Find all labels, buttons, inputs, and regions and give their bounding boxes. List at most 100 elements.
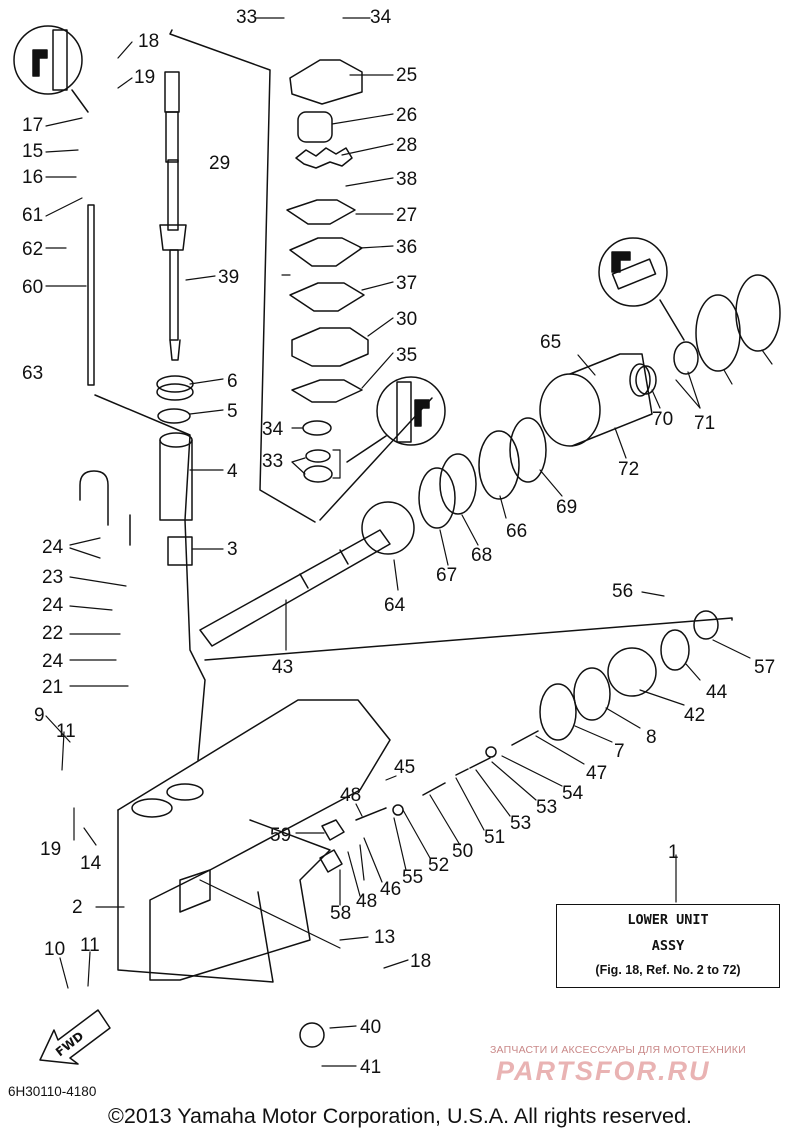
bearing-68 [635,365,657,395]
callout-35: 37 [396,273,418,294]
callout-26: 26 [396,105,418,126]
reverse-gear [607,647,657,697]
grease-detail-top-left [13,25,89,113]
assembly-label-box: LOWER UNIT ASSY (Fig. 18, Ref. No. 2 to … [556,904,780,988]
callout-39: 39 [218,267,240,288]
callout-27: 27 [396,205,418,226]
callout-48b: 48 [356,891,378,912]
callout-58: 60 [22,277,44,298]
bearing-64 [478,430,520,500]
watermark-logo: PARTSFOR.RU [496,1056,711,1086]
callout-8: 8 [646,727,657,748]
callout-62: 64 [384,595,406,616]
callout-24c: 24 [42,651,64,672]
callout-7: 7 [614,741,625,762]
driveshaft [159,71,187,361]
assembly-line-bearing [659,299,685,341]
callout-66: 68 [471,545,493,566]
callout-48: 48 [340,785,362,806]
propeller-shaft [199,529,391,647]
washer-7 [539,683,577,741]
ring-71 [695,294,741,372]
callout-68: 70 [652,409,674,430]
callout-49: 50 [452,841,474,862]
callout-22: 22 [42,623,64,644]
callout-70: 72 [618,459,640,480]
callout-33: 35 [396,345,418,366]
callout-57: 59 [270,825,292,846]
callout-5: 5 [227,401,238,422]
callout-52: 53 [536,797,558,818]
callout-28: 28 [396,135,418,156]
callout-50b: 52 [428,855,450,876]
callout-1: 1 [668,842,679,863]
spring-55 [693,610,719,640]
callout-15: 19 [40,839,62,860]
callout-54: 56 [612,581,634,602]
callout-61: 63 [22,363,44,384]
callout-46: 46 [380,879,402,900]
diagram-code: 6H30110-4180 [8,1084,97,1099]
callout-13: 14 [80,853,102,874]
lower-case [117,699,391,983]
assembly-line-driveshaft [169,29,316,523]
bearing-housing [539,353,653,447]
assembly-line-3: (Fig. 18, Ref. No. 2 to 72) [595,963,741,977]
callout-36: 38 [396,169,418,190]
pinion [299,1022,325,1048]
callout-24: 24 [42,537,64,558]
callout-31: 33 [262,451,284,472]
callout-43: 43 [272,657,294,678]
callout-11b: 11 [80,935,100,956]
callout-55: 57 [754,657,776,678]
callout-41: 41 [360,1057,382,1078]
grease-detail-right [346,376,446,463]
callout-65: 67 [436,565,458,586]
callout-34: 36 [396,237,418,258]
seal-67 [509,417,547,483]
callout-10: 10 [44,939,66,960]
callout-3: 3 [227,539,238,560]
callout-11: 11 [56,721,76,742]
callout-53: 54 [562,783,584,804]
clutch-44 [660,629,690,671]
watermark-tagline: ЗАПЧАСТИ И АКСЕССУАРЫ ДЛЯ МОТОТЕХНИКИ [490,1044,746,1056]
callout-4: 4 [227,461,238,482]
shim-66 [439,453,477,515]
assembly-line-left [94,394,206,761]
callout-56: 58 [330,903,352,924]
shift-rod [87,204,95,386]
callout-17: 16 [22,167,44,188]
callout-42: 42 [684,705,706,726]
callout-40: 40 [360,1017,382,1038]
callout-25: 25 [396,65,418,86]
callout-69: 71 [694,413,716,434]
callout-32: 34 [262,419,284,440]
assembly-line-2: ASSY [651,938,685,954]
callout-6: 6 [227,371,238,392]
fwd-arrow [39,1009,111,1065]
callout-29: 29 [209,153,231,174]
callout-63: 65 [540,332,562,353]
callout-64: 66 [506,521,528,542]
callout-51: 53 [510,813,532,834]
callout-60: 62 [22,239,44,260]
callout-16: 15 [22,141,44,162]
callout-23: 23 [42,567,64,588]
water-pump-parts [286,59,369,483]
callout-14: 18 [410,951,432,972]
callout-9: 9 [34,705,45,726]
callout-53b: 55 [402,867,424,888]
grease-detail-upper-right [598,237,668,307]
callout-45: 45 [394,757,416,778]
callout-37: 33 [236,7,258,28]
callout-18: 17 [22,115,44,136]
ring-65 [418,467,456,529]
callout-30: 30 [396,309,418,330]
callout-47: 47 [586,763,608,784]
callout-67: 69 [556,497,578,518]
leader-lines [45,17,773,1067]
forward-gear [361,501,415,555]
